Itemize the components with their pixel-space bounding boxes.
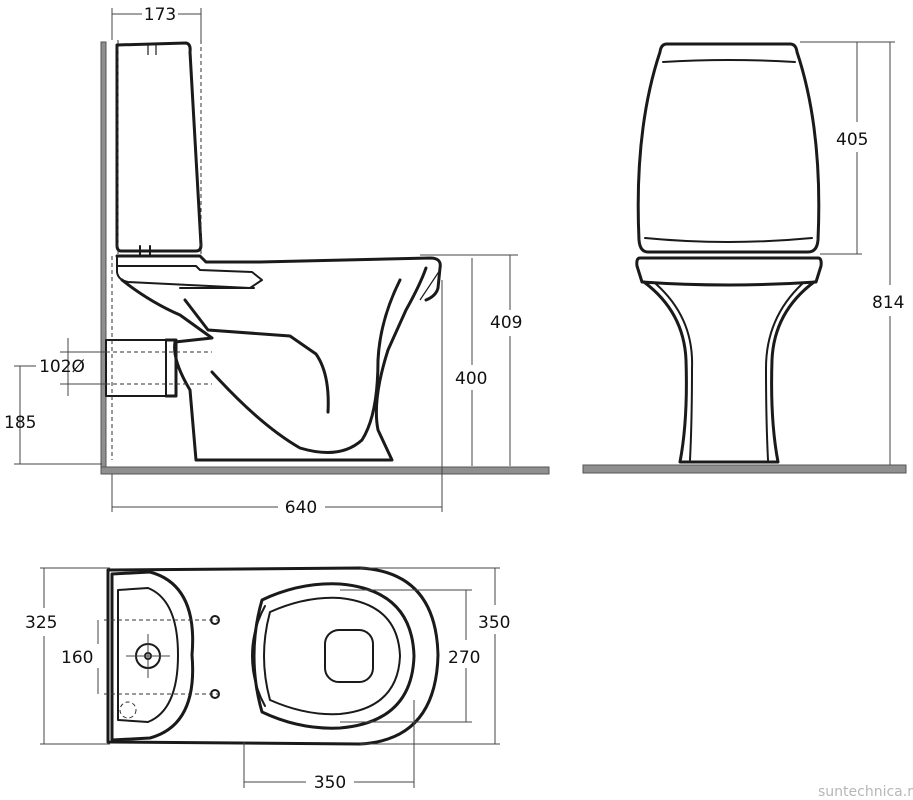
plan-seat-ring bbox=[252, 582, 416, 730]
front-bowl-rim bbox=[635, 256, 823, 287]
dim-814: 814 bbox=[872, 293, 904, 313]
dim-409: 409 bbox=[490, 313, 522, 333]
front-cistern bbox=[636, 42, 821, 254]
dim-102: 102Ø bbox=[39, 357, 85, 377]
dim-160: 160 bbox=[61, 648, 93, 668]
dim-270: 270 bbox=[448, 648, 480, 668]
front-pedestal bbox=[642, 280, 816, 464]
dim-405: 405 bbox=[836, 130, 868, 150]
dim-640: 640 bbox=[285, 498, 317, 518]
dim-350-width: 350 bbox=[478, 613, 510, 633]
dim-400: 400 bbox=[455, 369, 487, 389]
plan-view: 325 160 350 270 350 bbox=[25, 566, 510, 793]
plan-bowl-opening bbox=[324, 629, 374, 683]
side-outlet-pipe bbox=[105, 339, 167, 397]
side-trap bbox=[183, 298, 330, 414]
side-bowl-body bbox=[120, 266, 428, 462]
dim-173: 173 bbox=[144, 5, 176, 25]
plan-outline bbox=[106, 566, 440, 746]
front-floor bbox=[582, 464, 907, 474]
plan-cistern bbox=[110, 570, 195, 742]
side-wall bbox=[100, 41, 107, 475]
dim-185: 185 bbox=[4, 413, 36, 433]
dim-350-length: 350 bbox=[314, 773, 346, 793]
watermark: suntechnica.ru bbox=[818, 784, 913, 800]
side-view: 173 102Ø 185 640 409 400 bbox=[4, 5, 550, 518]
dim-325: 325 bbox=[25, 613, 57, 633]
side-cistern bbox=[115, 41, 203, 253]
side-floor bbox=[100, 466, 550, 475]
front-view: 405 814 bbox=[582, 41, 907, 474]
side-bowl-rim bbox=[115, 254, 442, 302]
